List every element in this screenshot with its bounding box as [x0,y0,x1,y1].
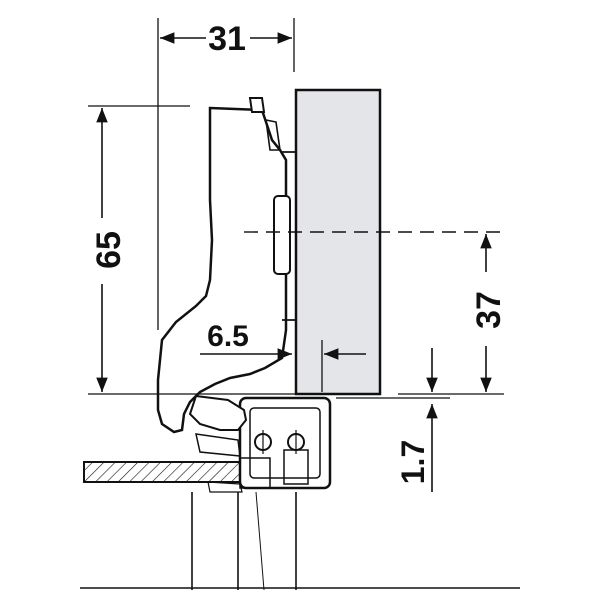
dimension-label-37: 37 [470,291,508,329]
dimension-37 [398,234,504,395]
dimension-1-7 [336,348,450,492]
dimension-31 [157,18,295,330]
frame-profile [238,396,332,490]
dimension-label-65: 65 [90,231,128,269]
cabinet-frame [80,461,520,591]
hinge-arm [156,97,297,493]
dimension-6-5 [200,340,366,392]
dimension-label-6-5: 6.5 [207,320,249,353]
door-panel [294,88,382,396]
dimension-label-31: 31 [208,20,246,58]
dimension-label-1-7: 1.7 [395,440,431,484]
dimension-65 [88,105,296,395]
